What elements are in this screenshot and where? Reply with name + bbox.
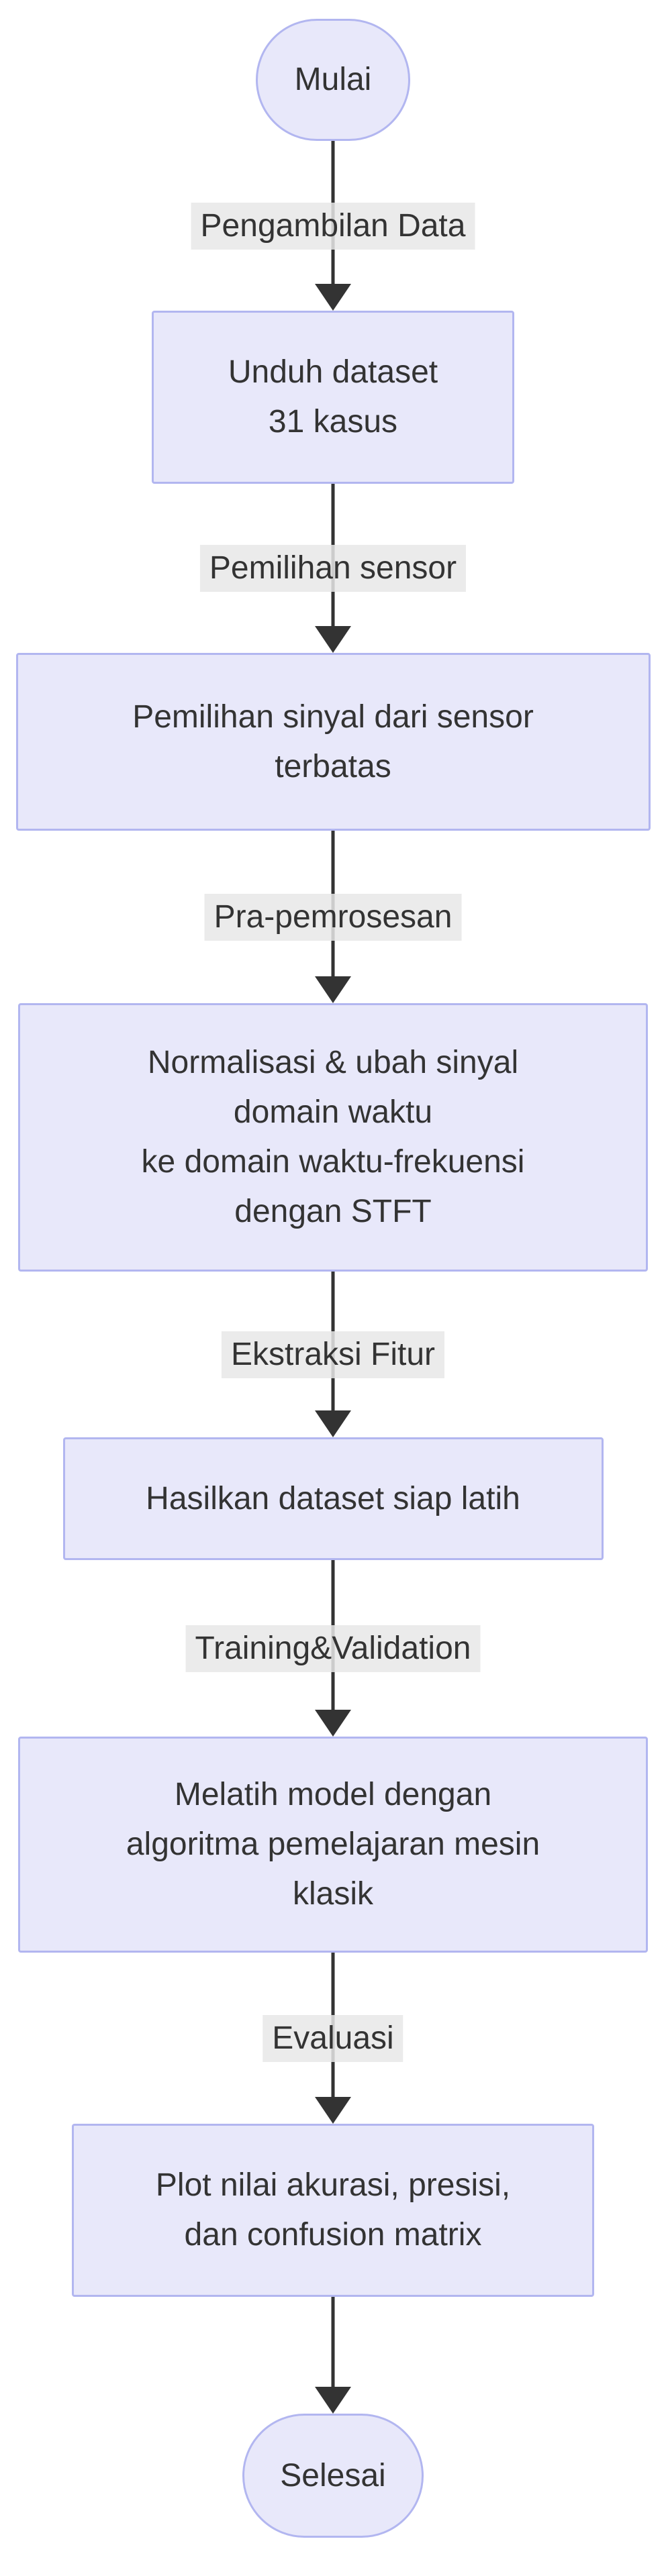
edge-training-validation: Training&Validation bbox=[0, 1560, 666, 1737]
edge-label-evaluasi: Evaluasi bbox=[263, 2014, 403, 2062]
node-normalisasi-stft: Normalisasi & ubah sinyal domain waktu k… bbox=[18, 1003, 648, 1272]
edge-pemilihan-sensor: Pemilihan sensor bbox=[0, 484, 666, 653]
node-label: Plot nilai akurasi, presisi, dan confusi… bbox=[155, 2167, 511, 2253]
edge-label-pra-pemrosesan: Pra-pemrosesan bbox=[204, 893, 462, 941]
node-label: Unduh dataset 31 kasus bbox=[228, 354, 438, 440]
arrowhead-icon bbox=[315, 976, 351, 1003]
node-mulai: Mulai bbox=[256, 19, 410, 141]
edge-pengambilan-data: Pengambilan Data bbox=[0, 141, 666, 311]
edge-line bbox=[331, 2297, 335, 2411]
edge-ekstraksi-fitur: Ekstraksi Fitur bbox=[0, 1272, 666, 1437]
node-label: Pemilihan sinyal dari sensor terbatas bbox=[132, 699, 534, 784]
edge-pra-pemrosesan: Pra-pemrosesan bbox=[0, 831, 666, 1003]
arrowhead-icon bbox=[315, 2387, 351, 2414]
node-label: Melatih model dengan algoritma pemelajar… bbox=[126, 1777, 540, 1912]
node-unduh-dataset: Unduh dataset 31 kasus bbox=[152, 311, 514, 484]
arrowhead-icon bbox=[315, 2097, 351, 2124]
node-label: Selesai bbox=[280, 2457, 386, 2493]
edge-final bbox=[0, 2297, 666, 2414]
node-pemilihan-sinyal: Pemilihan sinyal dari sensor terbatas bbox=[15, 653, 651, 831]
arrowhead-icon bbox=[315, 1710, 351, 1737]
edge-label-pemilihan-sensor: Pemilihan sensor bbox=[199, 545, 467, 592]
edge-label-pengambilan-data: Pengambilan Data bbox=[191, 202, 475, 250]
node-label: Hasilkan dataset siap latih bbox=[146, 1480, 520, 1516]
node-label: Normalisasi & ubah sinyal domain waktu k… bbox=[141, 1045, 525, 1229]
node-plot-evaluasi: Plot nilai akurasi, presisi, dan confusi… bbox=[72, 2124, 594, 2297]
node-melatih-model: Melatih model dengan algoritma pemelajar… bbox=[18, 1737, 648, 1953]
node-label: Mulai bbox=[294, 62, 372, 97]
edge-label-ekstraksi-fitur: Ekstraksi Fitur bbox=[221, 1331, 445, 1378]
arrowhead-icon bbox=[315, 626, 351, 653]
arrowhead-icon bbox=[315, 1410, 351, 1437]
edge-evaluasi: Evaluasi bbox=[0, 1953, 666, 2124]
arrowhead-icon bbox=[315, 284, 351, 311]
edge-label-training-validation: Training&Validation bbox=[185, 1625, 481, 1672]
node-hasilkan-dataset: Hasilkan dataset siap latih bbox=[62, 1437, 604, 1560]
node-selesai: Selesai bbox=[242, 2414, 424, 2538]
